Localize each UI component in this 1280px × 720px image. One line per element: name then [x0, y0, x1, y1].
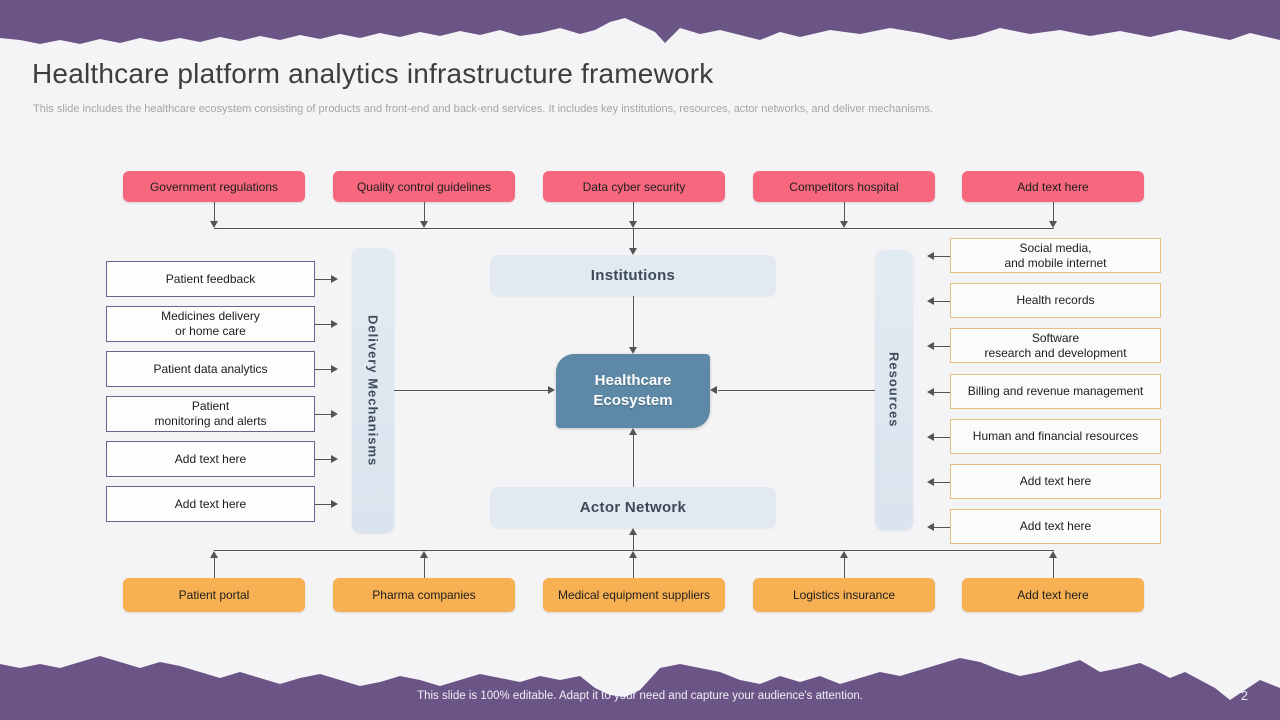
connector [934, 392, 950, 393]
top-box-add-text[interactable]: Add text here [962, 171, 1144, 202]
arrow-right-icon [331, 365, 338, 373]
connector [315, 279, 331, 280]
actor-network-box[interactable]: Actor Network [490, 487, 776, 528]
connector [934, 346, 950, 347]
arrow-up-icon [840, 551, 848, 558]
bottom-box-patient-portal[interactable]: Patient portal [123, 578, 305, 612]
connector [315, 459, 331, 460]
top-box-quality-control[interactable]: Quality control guidelines [333, 171, 515, 202]
arrow-left-icon [710, 386, 717, 394]
healthcare-ecosystem-box[interactable]: Healthcare Ecosystem [556, 354, 710, 428]
left-box-add-text-2[interactable]: Add text here [106, 486, 315, 522]
arrow-left-icon [927, 388, 934, 396]
right-box-health-records[interactable]: Health records [950, 283, 1161, 318]
left-box-patient-feedback[interactable]: Patient feedback [106, 261, 315, 297]
connector [844, 558, 845, 578]
arrow-right-icon [331, 320, 338, 328]
connector [633, 202, 634, 222]
connector [718, 390, 875, 391]
connector [934, 527, 950, 528]
bottom-box-pharma-companies[interactable]: Pharma companies [333, 578, 515, 612]
right-box-social-media[interactable]: Social media, and mobile internet [950, 238, 1161, 273]
arrow-down-icon [629, 248, 637, 255]
arrow-down-icon [1049, 221, 1057, 228]
connector [633, 535, 634, 550]
arrow-down-icon [420, 221, 428, 228]
arrow-left-icon [927, 342, 934, 350]
arrow-up-icon [629, 528, 637, 535]
top-box-government-regulations[interactable]: Government regulations [123, 171, 305, 202]
connector [633, 229, 634, 248]
torn-edge-top [0, 0, 1280, 44]
resources-label: Resources [886, 352, 902, 428]
arrow-right-icon [548, 386, 555, 394]
resources-bar[interactable]: Resources [875, 250, 913, 530]
arrow-left-icon [927, 433, 934, 441]
left-box-patient-data-analytics[interactable]: Patient data analytics [106, 351, 315, 387]
connector [424, 558, 425, 578]
arrow-left-icon [927, 478, 934, 486]
institutions-box[interactable]: Institutions [490, 255, 776, 296]
page-subtitle: This slide includes the healthcare ecosy… [33, 103, 933, 115]
arrow-up-icon [1049, 551, 1057, 558]
page-title: Healthcare platform analytics infrastruc… [32, 58, 714, 89]
arrow-right-icon [331, 275, 338, 283]
top-connector-line [214, 228, 1054, 229]
connector [1053, 558, 1054, 578]
top-box-competitors-hospital[interactable]: Competitors hospital [753, 171, 935, 202]
arrow-left-icon [927, 252, 934, 260]
delivery-mechanisms-label: Delivery Mechanisms [365, 314, 381, 467]
connector [844, 202, 845, 222]
connector [633, 558, 634, 578]
arrow-up-icon [629, 551, 637, 558]
footer-note: This slide is 100% editable. Adapt it to… [417, 690, 863, 702]
arrow-left-icon [927, 523, 934, 531]
bottom-connector-line [214, 550, 1054, 551]
right-box-add-text-1[interactable]: Add text here [950, 464, 1161, 499]
connector [394, 390, 548, 391]
left-box-add-text-1[interactable]: Add text here [106, 441, 315, 477]
arrow-right-icon [331, 410, 338, 418]
connector [934, 301, 950, 302]
arrow-down-icon [629, 347, 637, 354]
connector [934, 482, 950, 483]
connector [633, 435, 634, 487]
connector [315, 324, 331, 325]
arrow-up-icon [629, 428, 637, 435]
page-number: 2 [1240, 688, 1248, 703]
arrow-up-icon [210, 551, 218, 558]
right-box-software-rnd[interactable]: Software research and development [950, 328, 1161, 363]
left-box-patient-monitoring[interactable]: Patient monitoring and alerts [106, 396, 315, 432]
arrow-down-icon [840, 221, 848, 228]
connector [934, 437, 950, 438]
connector [214, 558, 215, 578]
bottom-box-medical-equipment[interactable]: Medical equipment suppliers [543, 578, 725, 612]
bottom-box-add-text[interactable]: Add text here [962, 578, 1144, 612]
arrow-down-icon [210, 221, 218, 228]
connector [315, 414, 331, 415]
connector [424, 202, 425, 222]
torn-edge-bottom [0, 656, 1280, 720]
delivery-mechanisms-bar[interactable]: Delivery Mechanisms [352, 248, 394, 533]
connector [315, 504, 331, 505]
connector [315, 369, 331, 370]
left-box-medicines-delivery[interactable]: Medicines delivery or home care [106, 306, 315, 342]
connector [1053, 202, 1054, 222]
arrow-right-icon [331, 455, 338, 463]
connector [934, 256, 950, 257]
connector [214, 202, 215, 222]
bottom-box-logistics-insurance[interactable]: Logistics insurance [753, 578, 935, 612]
connector [633, 296, 634, 347]
arrow-down-icon [629, 221, 637, 228]
right-box-human-financial[interactable]: Human and financial resources [950, 419, 1161, 454]
top-box-data-cyber-security[interactable]: Data cyber security [543, 171, 725, 202]
right-box-add-text-2[interactable]: Add text here [950, 509, 1161, 544]
right-box-billing-revenue[interactable]: Billing and revenue management [950, 374, 1161, 409]
arrow-left-icon [927, 297, 934, 305]
arrow-up-icon [420, 551, 428, 558]
arrow-right-icon [331, 500, 338, 508]
